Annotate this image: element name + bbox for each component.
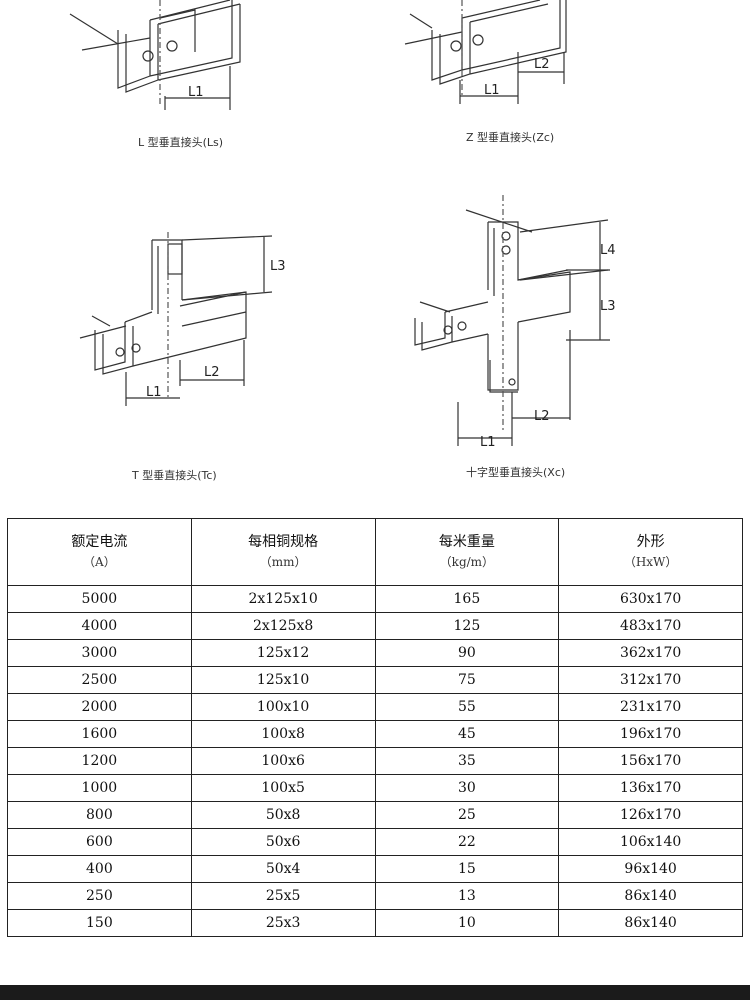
cell-weight: 15 bbox=[374, 855, 560, 883]
header-rated-current: 额定电流（A） bbox=[7, 518, 192, 586]
cell-copper: 50x8 bbox=[190, 801, 376, 829]
dim-l2-label: L2 bbox=[534, 409, 550, 424]
joint-diagrams-svg: L1 L1 L2 L1 L2 L3 L1 L2 L3 L4 bbox=[69, 0, 616, 450]
l-joint-drawing bbox=[69, 0, 241, 110]
cell-size: 156x170 bbox=[558, 747, 743, 775]
joint-diagrams: L1 L1 L2 L1 L2 L3 L1 L2 L3 L4 L 型垂直接头(Ls… bbox=[69, 0, 616, 482]
cell-weight: 22 bbox=[374, 828, 560, 856]
cell-size: 106x140 bbox=[558, 828, 743, 856]
cell-size: 231x170 bbox=[558, 693, 743, 721]
cell-current: 3000 bbox=[7, 639, 192, 667]
l-joint-caption: L 型垂直接头(Ls) bbox=[138, 136, 224, 149]
dim-l1-label: L1 bbox=[146, 385, 162, 400]
cell-weight: 165 bbox=[374, 585, 560, 613]
header-copper-spec: 每相铜规格（mm） bbox=[190, 518, 376, 586]
cell-copper: 2x125x8 bbox=[190, 612, 376, 640]
cell-current: 250 bbox=[7, 882, 192, 910]
cell-weight: 35 bbox=[374, 747, 560, 775]
cell-weight: 125 bbox=[374, 612, 560, 640]
cell-current: 4000 bbox=[7, 612, 192, 640]
cell-size: 196x170 bbox=[558, 720, 743, 748]
cell-size: 312x170 bbox=[558, 666, 743, 694]
cell-copper: 50x4 bbox=[190, 855, 376, 883]
z-joint-drawing bbox=[404, 0, 567, 104]
cell-size: 136x170 bbox=[558, 774, 743, 802]
cell-current: 2000 bbox=[7, 693, 192, 721]
cell-weight: 25 bbox=[374, 801, 560, 829]
cross-joint-caption: 十字型垂直接头(Xc) bbox=[466, 466, 566, 479]
cell-weight: 55 bbox=[374, 693, 560, 721]
cell-current: 150 bbox=[7, 909, 192, 937]
cell-size: 362x170 bbox=[558, 639, 743, 667]
dim-l2-label: L2 bbox=[534, 57, 550, 72]
cell-current: 1000 bbox=[7, 774, 192, 802]
cross-joint-drawing bbox=[414, 209, 610, 446]
cell-current: 1200 bbox=[7, 747, 192, 775]
cell-copper: 100x6 bbox=[190, 747, 376, 775]
t-joint-drawing bbox=[79, 235, 273, 406]
cell-current: 2500 bbox=[7, 666, 192, 694]
cell-weight: 10 bbox=[374, 909, 560, 937]
cell-weight: 30 bbox=[374, 774, 560, 802]
cell-size: 483x170 bbox=[558, 612, 743, 640]
cell-copper: 25x5 bbox=[190, 882, 376, 910]
cell-weight: 90 bbox=[374, 639, 560, 667]
z-joint-caption: Z 型垂直接头(Zc) bbox=[466, 131, 555, 144]
header-dimensions: 外形（HxW） bbox=[558, 518, 743, 586]
dim-l2-label: L2 bbox=[204, 365, 220, 380]
dim-l1-label: L1 bbox=[484, 83, 500, 98]
cell-current: 800 bbox=[7, 801, 192, 829]
cell-copper: 100x8 bbox=[190, 720, 376, 748]
cell-current: 1600 bbox=[7, 720, 192, 748]
cell-weight: 75 bbox=[374, 666, 560, 694]
dim-l4-label: L4 bbox=[600, 243, 616, 258]
dim-l1-label: L1 bbox=[188, 85, 204, 100]
cell-current: 5000 bbox=[7, 585, 192, 613]
cell-size: 86x140 bbox=[558, 882, 743, 910]
footer-bar bbox=[0, 985, 750, 1000]
header-weight: 每米重量（kg/m） bbox=[374, 518, 560, 586]
cell-copper: 100x5 bbox=[190, 774, 376, 802]
cell-copper: 25x3 bbox=[190, 909, 376, 937]
dim-l1-label: L1 bbox=[480, 435, 496, 450]
dim-l3-label: L3 bbox=[600, 299, 616, 314]
t-joint-caption: T 型垂直接头(Tc) bbox=[132, 469, 217, 482]
cell-copper: 100x10 bbox=[190, 693, 376, 721]
cell-size: 630x170 bbox=[558, 585, 743, 613]
cell-size: 86x140 bbox=[558, 909, 743, 937]
cell-size: 96x140 bbox=[558, 855, 743, 883]
cell-weight: 45 bbox=[374, 720, 560, 748]
cell-copper: 125x10 bbox=[190, 666, 376, 694]
busbar-spec-table: 额定电流（A） 每相铜规格（mm） 每米重量（kg/m） 外形（HxW） 500… bbox=[7, 518, 743, 937]
table-header-row: 额定电流（A） 每相铜规格（mm） 每米重量（kg/m） 外形（HxW） bbox=[7, 518, 743, 586]
cell-copper: 125x12 bbox=[190, 639, 376, 667]
cell-copper: 2x125x10 bbox=[190, 585, 376, 613]
cell-current: 600 bbox=[7, 828, 192, 856]
cell-current: 400 bbox=[7, 855, 192, 883]
cell-size: 126x170 bbox=[558, 801, 743, 829]
cell-copper: 50x6 bbox=[190, 828, 376, 856]
dim-l3-label: L3 bbox=[270, 259, 286, 274]
cell-weight: 13 bbox=[374, 882, 560, 910]
